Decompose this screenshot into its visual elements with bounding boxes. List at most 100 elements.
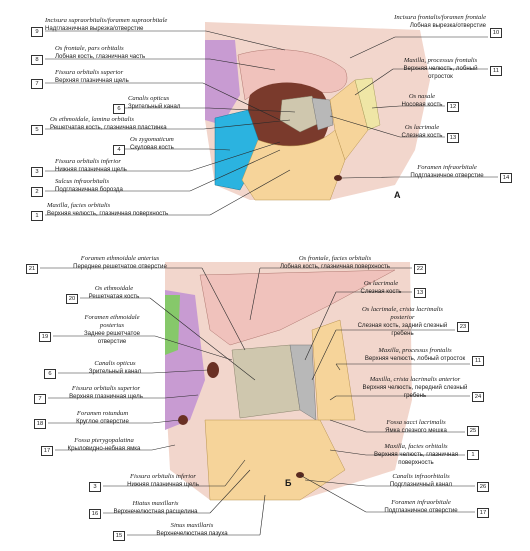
- label-number: 11: [472, 356, 484, 366]
- latin-term: Os lacrimale: [363, 280, 399, 287]
- russian-term: Круглое отверстие: [76, 418, 129, 425]
- infraorbital-foramen-a: [334, 175, 342, 181]
- label-posterior-ethmoidal-foramen: Foramen ethmoidale posterius Заднее реше…: [72, 314, 152, 346]
- label-number: 10: [490, 28, 502, 38]
- label-number: 2: [31, 187, 43, 197]
- label-number: 9: [31, 27, 43, 37]
- label-superior-orbital-fissure-b: Fissura orbitalis superior Верхняя глазн…: [50, 385, 162, 401]
- latin-term: Os lacrimale: [404, 124, 440, 131]
- label-infraorbital-sulcus: Sulcus infraorbitalis Подглазничная боро…: [55, 178, 123, 194]
- russian-term: Подглазничная борозда: [55, 186, 123, 193]
- label-number: 25: [467, 426, 479, 436]
- latin-term: Foramen infraorbitale: [417, 164, 477, 171]
- label-number: 7: [31, 79, 43, 89]
- label-nasal-bone: Os nasale Носовая кость: [398, 93, 446, 109]
- label-zygomatic-bone: Os zygomaticum Скуловая кость: [130, 136, 174, 152]
- ethmoid-orbital-plate-b: [231, 344, 301, 419]
- latin-term: Os nasale: [408, 93, 436, 100]
- latin-term: Os zygomaticum: [130, 136, 174, 143]
- russian-term: Верхнечелюстная пазуха: [156, 530, 228, 537]
- russian-term: Лобная вырезка/отверстие: [409, 22, 486, 29]
- label-optic-canal: Canalis opticus Зрительный канал: [128, 95, 180, 111]
- label-number: 3: [31, 167, 43, 177]
- russian-term: Нижняя глазничная щель: [127, 481, 199, 488]
- label-frontal-notch: Incisura frontalis/foramen frontale Лобн…: [346, 14, 486, 30]
- label-number: 18: [34, 419, 46, 429]
- label-number: 23: [457, 322, 469, 332]
- russian-term: Верхняя челюсть, передний слезный гребен…: [362, 384, 468, 399]
- russian-term: Слезная кость, задний слезный гребень: [357, 322, 448, 337]
- russian-term: Ямка слезного мешка: [385, 427, 447, 434]
- label-number: 17: [477, 508, 489, 518]
- russian-term: Подглазничное отверстие: [384, 507, 458, 514]
- orbit-panel-b-drawing: [165, 262, 412, 501]
- label-lacrimal-bone: Os lacrimale Слезная кость: [398, 124, 446, 140]
- russian-term: Скуловая кость: [130, 144, 174, 151]
- label-number: 6: [113, 104, 125, 114]
- russian-term: Слезная кость: [401, 132, 443, 139]
- panel-letter-a: A: [394, 190, 401, 200]
- frontal-orbital-surface-b: [199, 269, 396, 346]
- latin-term: Hiatus maxillaris: [132, 500, 179, 507]
- label-number: 1: [31, 211, 43, 221]
- latin-term: Fissura orbitalis superior: [55, 69, 124, 76]
- label-ethmoid-lamina: Os ethmoidale, lamina orbitalis Решетчат…: [50, 116, 167, 132]
- latin-term: Sulcus infraorbitalis: [55, 178, 110, 185]
- label-inferior-orbital-fissure: Fissura orbitalis inferior Нижняя глазни…: [55, 158, 127, 174]
- label-infraorbital-canal: Canalis infraorbitalis Подглазничный кан…: [368, 473, 474, 489]
- latin-term: Foramen rotundum: [76, 410, 129, 417]
- label-anterior-ethmoidal-foramen: Foramen ethmoidale anterius Переднее реш…: [40, 255, 200, 271]
- label-number: 15: [113, 531, 125, 541]
- maxilla-frontal-process-a: [329, 79, 369, 161]
- russian-term: Зрительный канал: [88, 368, 142, 375]
- label-number: 26: [477, 482, 489, 492]
- russian-term: Решетчатая кость, глазничная пластинка: [50, 124, 167, 131]
- russian-term: Верхняя челюсть, лобный отросток: [403, 65, 478, 80]
- optic-canal-b: [207, 362, 219, 378]
- latin-term: Canalis opticus: [128, 95, 170, 102]
- latin-term: Fossa sacci lacrimalis: [386, 419, 446, 426]
- russian-term: Лобная кость, глазничная часть: [55, 53, 146, 60]
- russian-term: Нижняя глазничная щель: [55, 166, 127, 173]
- latin-term: Maxilla, processus frontalis: [378, 347, 452, 354]
- label-frontal-orbital-part: Os frontale, pars orbitalis Лобная кость…: [55, 45, 145, 61]
- orbit-panel-a-drawing: [205, 22, 430, 201]
- label-infraorbital-foramen-b: Foramen infraorbitale Подглазничное отве…: [368, 499, 474, 515]
- ethmoid-lamina-a: [279, 95, 323, 133]
- label-number: 14: [500, 173, 512, 183]
- label-infraorbital-foramen: Foramen infraorbitale Подглазничное отве…: [395, 164, 499, 180]
- latin-term: Maxilla, processus frontalis: [403, 57, 478, 64]
- russian-term: Крыловидно-небная ямка: [67, 445, 141, 452]
- maxilla-frontal-process-b: [311, 319, 356, 421]
- leader-lines-b: [40, 267, 475, 536]
- label-maxilla-frontal-process: Maxilla, processus frontalis Верхняя чел…: [393, 57, 488, 81]
- label-maxillary-hiatus: Hiatus maxillaris Верхнечелюстная расщел…: [103, 500, 208, 516]
- russian-term: Носовая кость: [401, 101, 443, 108]
- latin-term: Foramen ethmoidale anterius: [80, 255, 160, 262]
- label-inferior-orbital-fissure-b: Fissura orbitalis inferior Нижняя глазни…: [103, 473, 223, 489]
- label-number: 24: [472, 392, 484, 402]
- russian-term: Заднее решетчатое отверстие: [83, 330, 141, 345]
- sphenoid-region-a: [205, 40, 240, 125]
- latin-term: Os lacrimale, crista lacrimalis posterio…: [362, 306, 443, 321]
- label-number: 20: [66, 294, 78, 304]
- label-supraorbital-notch: Incisura supraorbitalis/foramen supraorb…: [45, 17, 167, 33]
- latin-term: Canalis infraorbitalis: [392, 473, 450, 480]
- label-lacrimal-bone-b: Os lacrimale Слезная кость: [350, 280, 412, 296]
- label-optic-canal-b: Canalis opticus Зрительный канал: [80, 360, 150, 376]
- russian-term: Зрительный канал: [128, 103, 181, 110]
- russian-term: Верхняя челюсть, глазничная поверхность: [47, 210, 169, 217]
- foramen-rotundum-b: [178, 415, 188, 425]
- label-number: 6: [44, 369, 56, 379]
- label-number: 17: [41, 446, 53, 456]
- russian-term: Надглазничная вырезка/отверстие: [45, 25, 144, 32]
- label-maxilla-frontal-process-b: Maxilla, processus frontalis Верхняя чел…: [360, 347, 470, 363]
- label-maxilla-orbital-surface: Maxilla, facies orbitalis Верхняя челюст…: [47, 202, 168, 218]
- latin-term: Fissura orbitalis inferior: [55, 158, 121, 165]
- latin-term: Sinus maxillaris: [170, 522, 214, 529]
- label-number: 5: [31, 125, 43, 135]
- label-foramen-rotundum: Foramen rotundum Круглое отверстие: [55, 410, 150, 426]
- label-pterygopalatine-fossa: Fossa pterygopalatina Крыловидно-небная …: [55, 437, 153, 453]
- label-number: 21: [26, 264, 38, 274]
